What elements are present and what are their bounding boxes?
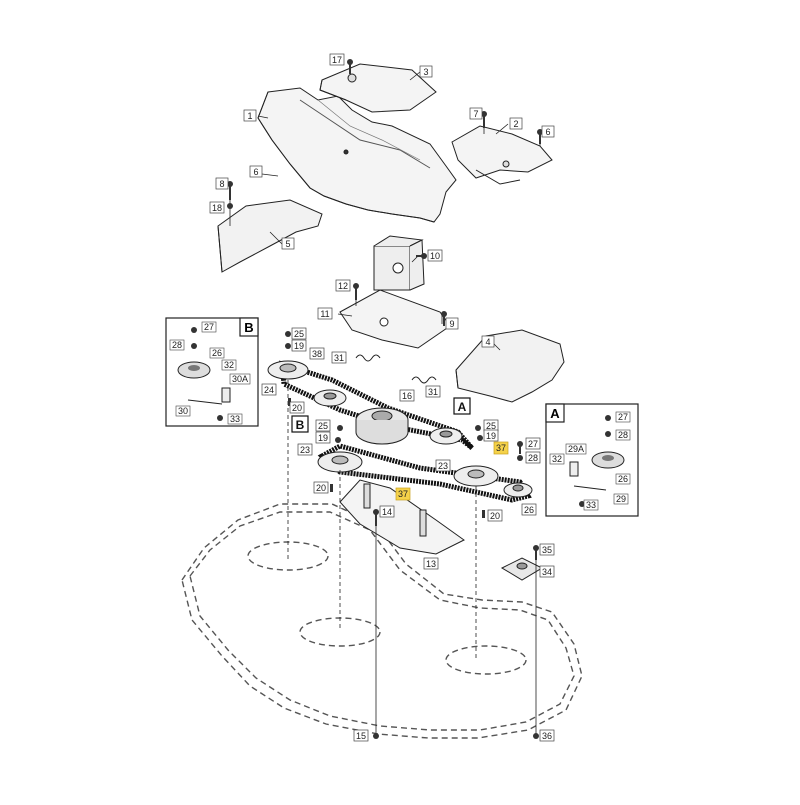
inset-b-label-33: 33 (230, 414, 240, 424)
callout-20-a: 20 (292, 403, 302, 413)
callout-34: 34 (542, 567, 552, 577)
main-cover-part-1 (257, 87, 457, 223)
callout-25-right: 25 (486, 421, 496, 431)
callout-5: 5 (285, 239, 290, 249)
callout-19-top: 19 (294, 341, 304, 351)
callout-23-left: 23 (300, 445, 310, 455)
callout-37-lower: 37 (398, 489, 408, 499)
callout-2: 2 (513, 119, 518, 129)
upper-cover-part-3 (319, 63, 437, 113)
callout-9: 9 (449, 319, 454, 329)
detail-markers: A B (291, 397, 471, 433)
callout-24: 24 (264, 385, 274, 395)
inset-a-label-32: 32 (552, 454, 562, 464)
callout-8: 8 (219, 179, 224, 189)
idler-plate-part-13 (339, 479, 465, 555)
callout-36: 36 (542, 731, 552, 741)
inset-a-label-29a: 29A (568, 444, 584, 454)
inset-a-label-26: 26 (618, 474, 628, 484)
callout-12: 12 (338, 281, 348, 291)
callout-31-right: 31 (428, 387, 438, 397)
pulley-23-right (453, 465, 499, 487)
callout-4: 4 (485, 337, 490, 347)
callout-28: 28 (528, 453, 538, 463)
callout-3: 3 (423, 67, 428, 77)
callout-26: 26 (524, 505, 534, 515)
inset-b-label-26: 26 (212, 348, 222, 358)
inset-b-label-32: 32 (224, 360, 234, 370)
front-cover-part-5 (217, 199, 323, 273)
callout-20-b: 20 (316, 483, 326, 493)
callout-19-right: 19 (486, 431, 496, 441)
callout-23-right: 23 (438, 461, 448, 471)
pulley-a-main (429, 427, 463, 445)
callout-31-left: 31 (334, 353, 344, 363)
spring-part-31 (355, 354, 437, 384)
callout-6-right: 6 (545, 127, 550, 137)
callout-38: 38 (312, 349, 322, 359)
callout-6-left: 6 (253, 167, 258, 177)
marker-b: B (296, 418, 305, 432)
callout-10: 10 (430, 251, 440, 261)
inset-b-label-30a: 30A (232, 374, 248, 384)
inset-a-label-28: 28 (618, 430, 628, 440)
marker-a: A (458, 400, 467, 414)
inset-b-label-28: 28 (172, 340, 182, 350)
callout-25-top: 25 (294, 329, 304, 339)
inset-b-title: B (244, 320, 253, 335)
callout-25-mid: 25 (318, 421, 328, 431)
pulley-26 (503, 482, 533, 498)
callout-17: 17 (332, 55, 342, 65)
pulley-23-left (317, 451, 363, 473)
inset-b-label-27: 27 (204, 322, 214, 332)
pulley-16 (355, 407, 409, 445)
drive-belt-upper (279, 360, 474, 450)
inset-b-label-30: 30 (178, 406, 188, 416)
pulley-38 (267, 360, 309, 380)
callout-1: 1 (247, 111, 252, 121)
mower-deck (181, 503, 583, 739)
callout-20-c: 20 (490, 511, 500, 521)
inset-b: B 27 28 26 32 30A 30 33 (165, 317, 259, 427)
callout-16: 16 (402, 391, 412, 401)
drive-belt-lower (317, 443, 532, 503)
callout-27: 27 (528, 439, 538, 449)
inset-a-label-27: 27 (618, 412, 628, 422)
inset-a-label-33: 33 (586, 500, 596, 510)
callout-37-upper: 37 (496, 443, 506, 453)
callout-13: 13 (426, 559, 436, 569)
gearbox-assembly (373, 235, 425, 291)
callout-7: 7 (473, 109, 478, 119)
callout-18: 18 (212, 203, 222, 213)
inset-a-title: A (550, 406, 560, 421)
pulley-cover-part-4 (455, 329, 565, 403)
pulley-b-main (313, 389, 347, 407)
bolt-hardware (227, 59, 543, 739)
inset-a: A 27 28 29A 32 26 29 33 (545, 403, 639, 517)
callout-11: 11 (320, 309, 329, 319)
callout-labels: 1 2 3 4 5 6 6 7 8 9 10 11 12 13 14 15 16 (209, 53, 555, 742)
callout-14: 14 (382, 507, 392, 517)
callout-35: 35 (542, 545, 552, 555)
inset-a-label-29: 29 (616, 494, 626, 504)
mounting-plate-part-11 (339, 289, 451, 349)
callout-19-mid: 19 (318, 433, 328, 443)
side-cover-part-2 (451, 125, 553, 185)
callout-15: 15 (356, 731, 366, 741)
